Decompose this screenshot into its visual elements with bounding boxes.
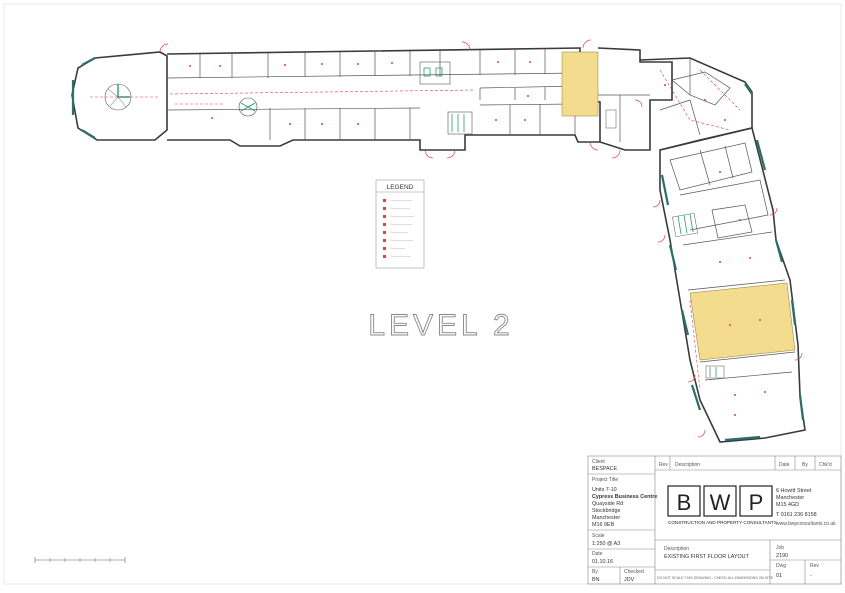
project-line-1: Units 7-10 (592, 487, 617, 493)
description-header: Description (675, 462, 700, 468)
client-value: BESPACE (592, 466, 617, 472)
disclaimer: DO NOT SCALE THIS DRAWING - CHECK ALL DI… (657, 576, 774, 580)
rev-header: Rev (659, 462, 668, 468)
west-wing (71, 39, 621, 159)
address-line-1: 6 Howitt Street (776, 488, 812, 494)
drawn-by-value: BN (592, 577, 600, 583)
phone: T 0161 236 8158 (776, 512, 817, 518)
scale-bar (34, 557, 126, 563)
title-block: Client BESPACE Rev Description Date By C… (587, 455, 842, 585)
project-line-3: Quayside Rd (592, 501, 623, 507)
highlighted-room-north (561, 51, 599, 117)
logo-letter-p: P (749, 490, 764, 515)
date-label: Date (592, 551, 603, 557)
stair-core-west (238, 97, 258, 117)
north-east-block (639, 57, 753, 151)
project-line-2: Cypress Business Centre (592, 494, 657, 500)
by-header: By (802, 462, 808, 468)
rev-no-value: - (810, 573, 812, 579)
date-header: Date (779, 462, 790, 468)
drawn-by-label: By (592, 569, 598, 575)
highlighted-room-south-east (689, 282, 796, 361)
address-line-2: Manchester (776, 495, 804, 501)
job-value: 2190 (776, 553, 788, 559)
level-label: LEVEL 2 (368, 309, 513, 342)
checked-label: Checked (624, 569, 644, 575)
checked-value: JDV (624, 577, 635, 583)
scale-value: 1:250 @ A3 (592, 541, 620, 547)
legend-title: LEGEND (387, 184, 414, 191)
project-line-6: M16 9EB (592, 522, 615, 528)
address-line-3: M15 4GD (776, 502, 799, 508)
logo-letter-b: B (677, 490, 692, 515)
company-name: CONSTRUCTION AND PROPERTY CONSULTANTS (668, 520, 777, 525)
project-line-4: Stockbridge (592, 508, 620, 514)
scale-label: Scale (592, 533, 605, 539)
dwg-label: Dwg (776, 563, 786, 569)
legend-text-lines (391, 200, 414, 257)
website: www.bwpconsultants.co.uk (776, 521, 836, 527)
central-block (597, 47, 673, 151)
drawing-description-label: Description (664, 546, 689, 552)
project-title-label: Project Title (592, 477, 618, 483)
project-line-5: Manchester (592, 515, 620, 521)
legend-symbols (383, 199, 386, 258)
logo-letter-w: W (710, 490, 731, 515)
south-east-wing (652, 127, 806, 443)
date-value: 01.10.16 (592, 559, 613, 565)
chkd-header: Chk'd (819, 462, 832, 468)
legend-box: LEGEND (375, 179, 425, 269)
dwg-value: 01 (776, 573, 782, 579)
client-label: Client (592, 459, 605, 465)
job-label: Job (776, 545, 784, 551)
bwp-logo: B W P CONSTRUCTION AND PROPERTY CONSULTA… (667, 485, 777, 525)
drawing-description: EXISTING FIRST FLOOR LAYOUT (664, 554, 750, 560)
rev-no-label: Rev (810, 563, 819, 569)
